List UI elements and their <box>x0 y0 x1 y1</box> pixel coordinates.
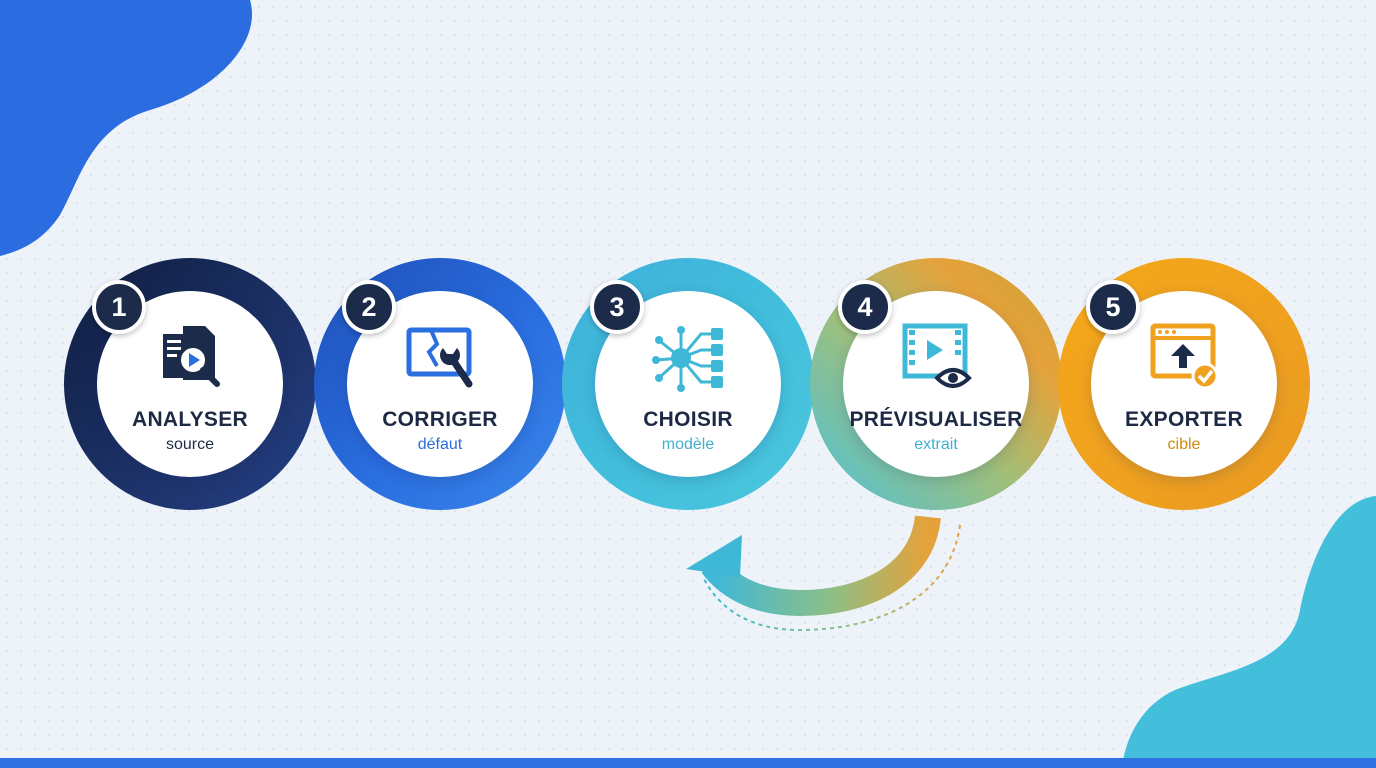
step-number-badge: 1 <box>92 280 146 334</box>
network-nodes-icon <box>652 326 723 392</box>
document-video-search-icon <box>163 326 220 387</box>
step-2: CORRIGER défaut 2 <box>314 258 566 510</box>
step-title: PRÉVISUALISER <box>849 408 1023 431</box>
step-3: CHOISIR modèle 3 <box>562 258 814 510</box>
step-1: ANALYSER source 1 <box>64 258 316 510</box>
step-subtitle: modèle <box>661 436 715 453</box>
step-title: EXPORTER <box>1125 408 1243 431</box>
step-subtitle: source <box>165 436 215 453</box>
step-subtitle: défaut <box>417 436 463 453</box>
step-number-badge: 4 <box>838 280 892 334</box>
step-title: ANALYSER <box>132 408 248 431</box>
step-title: CHOISIR <box>643 408 733 431</box>
step-number-badge: 2 <box>342 280 396 334</box>
broken-screen-wrench-icon <box>406 327 473 388</box>
bottom-right-blob <box>1122 496 1376 768</box>
film-eye-icon <box>902 323 972 388</box>
window-upload-check-icon <box>1150 323 1219 390</box>
step-subtitle: cible <box>1167 436 1201 453</box>
step-subtitle: extrait <box>914 436 958 453</box>
step-5: EXPORTER cible 5 <box>1058 258 1310 510</box>
step-number-badge: 5 <box>1086 280 1140 334</box>
step-number-badge: 3 <box>590 280 644 334</box>
footer-bar <box>0 758 1376 768</box>
loop-back-arrow <box>686 514 961 632</box>
step-4: PRÉVISUALISER extrait 4 <box>810 258 1062 510</box>
step-title: CORRIGER <box>382 408 498 431</box>
top-left-blob <box>0 0 253 256</box>
